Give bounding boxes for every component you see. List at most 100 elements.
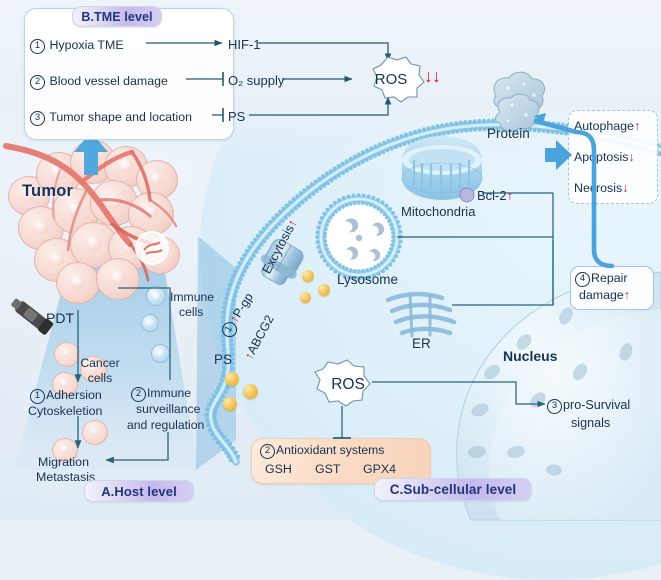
arrow-hif1-to-ros <box>258 43 392 62</box>
bcl2-change: ↑ <box>506 188 514 203</box>
mito-cristae <box>414 160 469 196</box>
repair-change: ↑ <box>623 288 630 302</box>
panel-b-tme <box>24 8 234 140</box>
cell-death-outcomes-box <box>568 110 658 204</box>
outcome-apoptosis-label: Apoptosis <box>574 150 629 164</box>
tumor-label: Tumor <box>22 182 74 200</box>
pdt-label: PDT <box>46 310 74 326</box>
ps-molecule-internal <box>318 284 330 296</box>
repair-index: 4 <box>575 272 590 287</box>
feedback-arrowhead <box>534 113 546 124</box>
plasma-membrane-highlight <box>211 125 661 462</box>
tme-row-2-index: 2 <box>30 75 45 90</box>
ros-tme-label: ROS <box>374 71 408 88</box>
tme-row-2-label: Blood vessel damage <box>49 74 168 88</box>
antioxidant-gpx4: GPX4 <box>363 462 397 476</box>
outcome-apoptosis-change: ↓ <box>628 150 635 164</box>
ps-molecule <box>225 372 239 386</box>
ros-tme-burst <box>373 57 424 102</box>
vessel-zoom-circle <box>136 232 168 264</box>
ros-subcellular-label: ROS <box>331 376 365 393</box>
er-cisternae <box>388 294 454 333</box>
cytoskeletion-line: Cytoskeletion <box>28 404 103 418</box>
protein-layer <box>0 0 661 520</box>
metastasis-line: Metastasis <box>36 470 96 484</box>
migration-line: Migration <box>38 455 89 469</box>
adhersion-line1: Adhersion <box>46 388 102 402</box>
lysosome-label: Lysosome <box>337 272 399 287</box>
pdt-device-layer <box>11 298 54 335</box>
immune-cell <box>151 344 170 363</box>
tme-row-3: 3 Tumor shape and location <box>30 110 192 126</box>
mitochondria-label: Mitochondria <box>401 204 476 219</box>
antioxidant-gst: GST <box>315 462 341 476</box>
immune-surveillance-line1: Immune <box>147 386 192 400</box>
cancer-cells-line1: Cancer <box>80 356 120 370</box>
er-layer <box>0 0 661 520</box>
repair-line1: Repair <box>591 271 628 285</box>
panel-a-title: A.Host level <box>84 480 194 502</box>
outcome-apoptosis-group: Apoptosis↓ <box>574 150 635 165</box>
bcl2-label-group: Bcl-2↑ <box>477 188 513 203</box>
immune-cell <box>146 286 166 306</box>
panel-b-title: B.TME level <box>72 6 162 27</box>
cancer-cells-line2: cells <box>87 371 113 385</box>
tme-row-3-index: 3 <box>30 111 45 126</box>
ps-molecule-internal <box>302 270 314 282</box>
tme-row-3-label: Tumor shape and location <box>49 110 193 124</box>
panel-c-title: C.Sub-cellular level <box>374 478 532 501</box>
ros-subcellular-burst <box>315 360 370 406</box>
subcellular-connectors <box>0 113 661 520</box>
bcl2-label: Bcl-2 <box>477 188 507 203</box>
repair-to-protein-feedback <box>536 121 612 266</box>
prosurvival-index: 3 <box>547 399 562 414</box>
antioxidant-gsh: GSH <box>265 462 292 476</box>
tme-target-hif1: HIF-1 <box>228 37 261 52</box>
line-tumor-to-immune <box>118 288 170 380</box>
protein-label: Protein <box>487 126 530 141</box>
panel-b-connectors <box>0 39 392 520</box>
arrow-ps-to-ros <box>249 96 392 115</box>
mitochondrion <box>402 136 482 200</box>
transporter-layer <box>260 0 661 520</box>
immune-cell <box>141 314 159 332</box>
outcome-necrosis-label: Necrosis <box>574 181 623 195</box>
lysosome-layer <box>315 193 403 281</box>
immune-cells-line1: Immune <box>170 290 215 304</box>
blood-vessels <box>6 146 176 280</box>
tme-row-1-index: 1 <box>30 39 45 54</box>
outcome-autophage-group: Autophage↑ <box>574 119 640 134</box>
lysosome-contents <box>345 218 385 261</box>
ps-molecule <box>243 384 258 399</box>
arrow-to-outcomes <box>545 140 572 170</box>
outcome-necrosis-change: ↓ <box>622 181 629 195</box>
ros-tme-change: ↓↓ <box>424 66 441 86</box>
adhersion-index: 1 <box>30 389 45 404</box>
immune-surveillance-line2: surveillance <box>136 402 201 416</box>
prosurvival-line1: pro-Survival <box>563 398 631 412</box>
tumor-vessels-layer <box>0 0 661 520</box>
immune-cells-line2: cells <box>179 305 204 319</box>
antioxidant-index: 2 <box>260 444 275 459</box>
protein-blob <box>494 72 545 131</box>
antioxidant-title: Antioxidant systems <box>276 443 385 457</box>
tme-row-2: 2 Blood vessel damage <box>30 74 168 90</box>
nucleus-label: Nucleus <box>503 348 558 364</box>
repair-line2: damage <box>579 288 624 302</box>
tumor-up-arrow-layer <box>74 132 108 175</box>
panel-a-connectors <box>74 0 661 464</box>
ps-molecule <box>223 397 237 411</box>
tumor-to-tme-arrow <box>74 132 108 175</box>
tme-target-o2supply: O₂ supply <box>228 73 285 88</box>
outcome-necrosis-group: Necrosis↓ <box>574 181 628 196</box>
immune-surveillance-line3: and regulation <box>127 418 205 432</box>
ps-label: PS <box>214 352 233 367</box>
immune-surveillance-index: 2 <box>131 387 146 402</box>
prosurvival-line2: signals <box>571 416 611 430</box>
mitochondria-layer <box>0 136 661 520</box>
